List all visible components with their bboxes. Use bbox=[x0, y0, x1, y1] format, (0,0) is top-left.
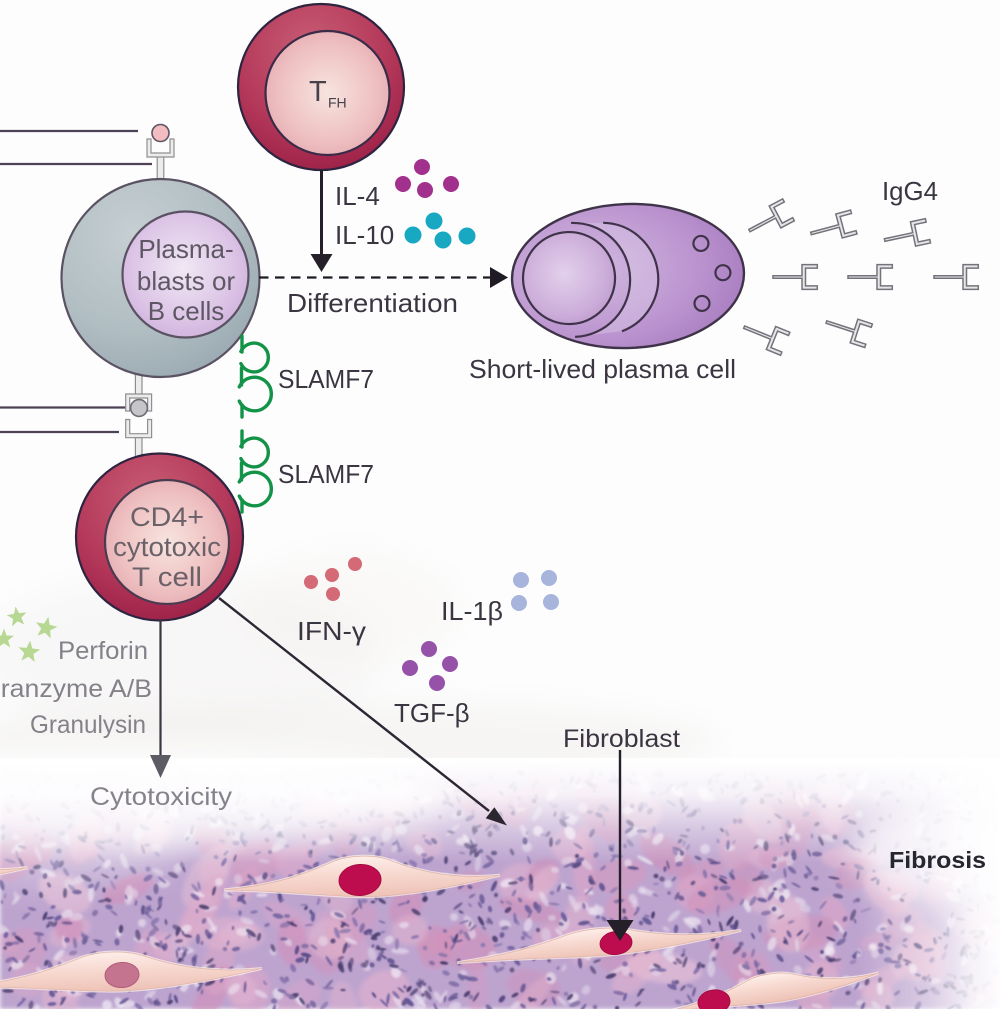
svg-text:Perforin: Perforin bbox=[58, 637, 148, 665]
svg-text:Plasma-: Plasma- bbox=[138, 234, 233, 264]
svg-text:T cell: T cell bbox=[132, 562, 202, 592]
svg-text:FH: FH bbox=[328, 95, 347, 111]
svg-text:IFN-γ: IFN-γ bbox=[297, 616, 366, 646]
svg-text:Granulysin: Granulysin bbox=[30, 711, 146, 739]
svg-text:IL-10: IL-10 bbox=[335, 220, 394, 250]
svg-text:Differentiation: Differentiation bbox=[287, 288, 458, 318]
svg-text:IL-4: IL-4 bbox=[335, 181, 380, 211]
svg-text:B cells: B cells bbox=[148, 296, 225, 326]
svg-text:IL-1β: IL-1β bbox=[441, 596, 503, 626]
svg-text:IgG4: IgG4 bbox=[882, 176, 938, 206]
svg-text:Fibroblast: Fibroblast bbox=[563, 725, 680, 753]
svg-text:Fibrosis: Fibrosis bbox=[889, 847, 986, 873]
svg-text:blasts or: blasts or bbox=[137, 266, 236, 296]
svg-text:CD4+: CD4+ bbox=[130, 502, 204, 532]
svg-text:T: T bbox=[309, 76, 327, 108]
svg-text:TGF-β: TGF-β bbox=[394, 698, 470, 728]
svg-text:Granzyme A/B: Granzyme A/B bbox=[0, 675, 152, 703]
svg-text:Cytotoxicity: Cytotoxicity bbox=[90, 783, 233, 811]
svg-text:SLAMF7: SLAMF7 bbox=[278, 459, 374, 489]
svg-text:cytotoxic: cytotoxic bbox=[113, 532, 221, 562]
svg-text:Short-lived plasma cell: Short-lived plasma cell bbox=[469, 354, 736, 384]
svg-text:SLAMF7: SLAMF7 bbox=[278, 364, 374, 394]
